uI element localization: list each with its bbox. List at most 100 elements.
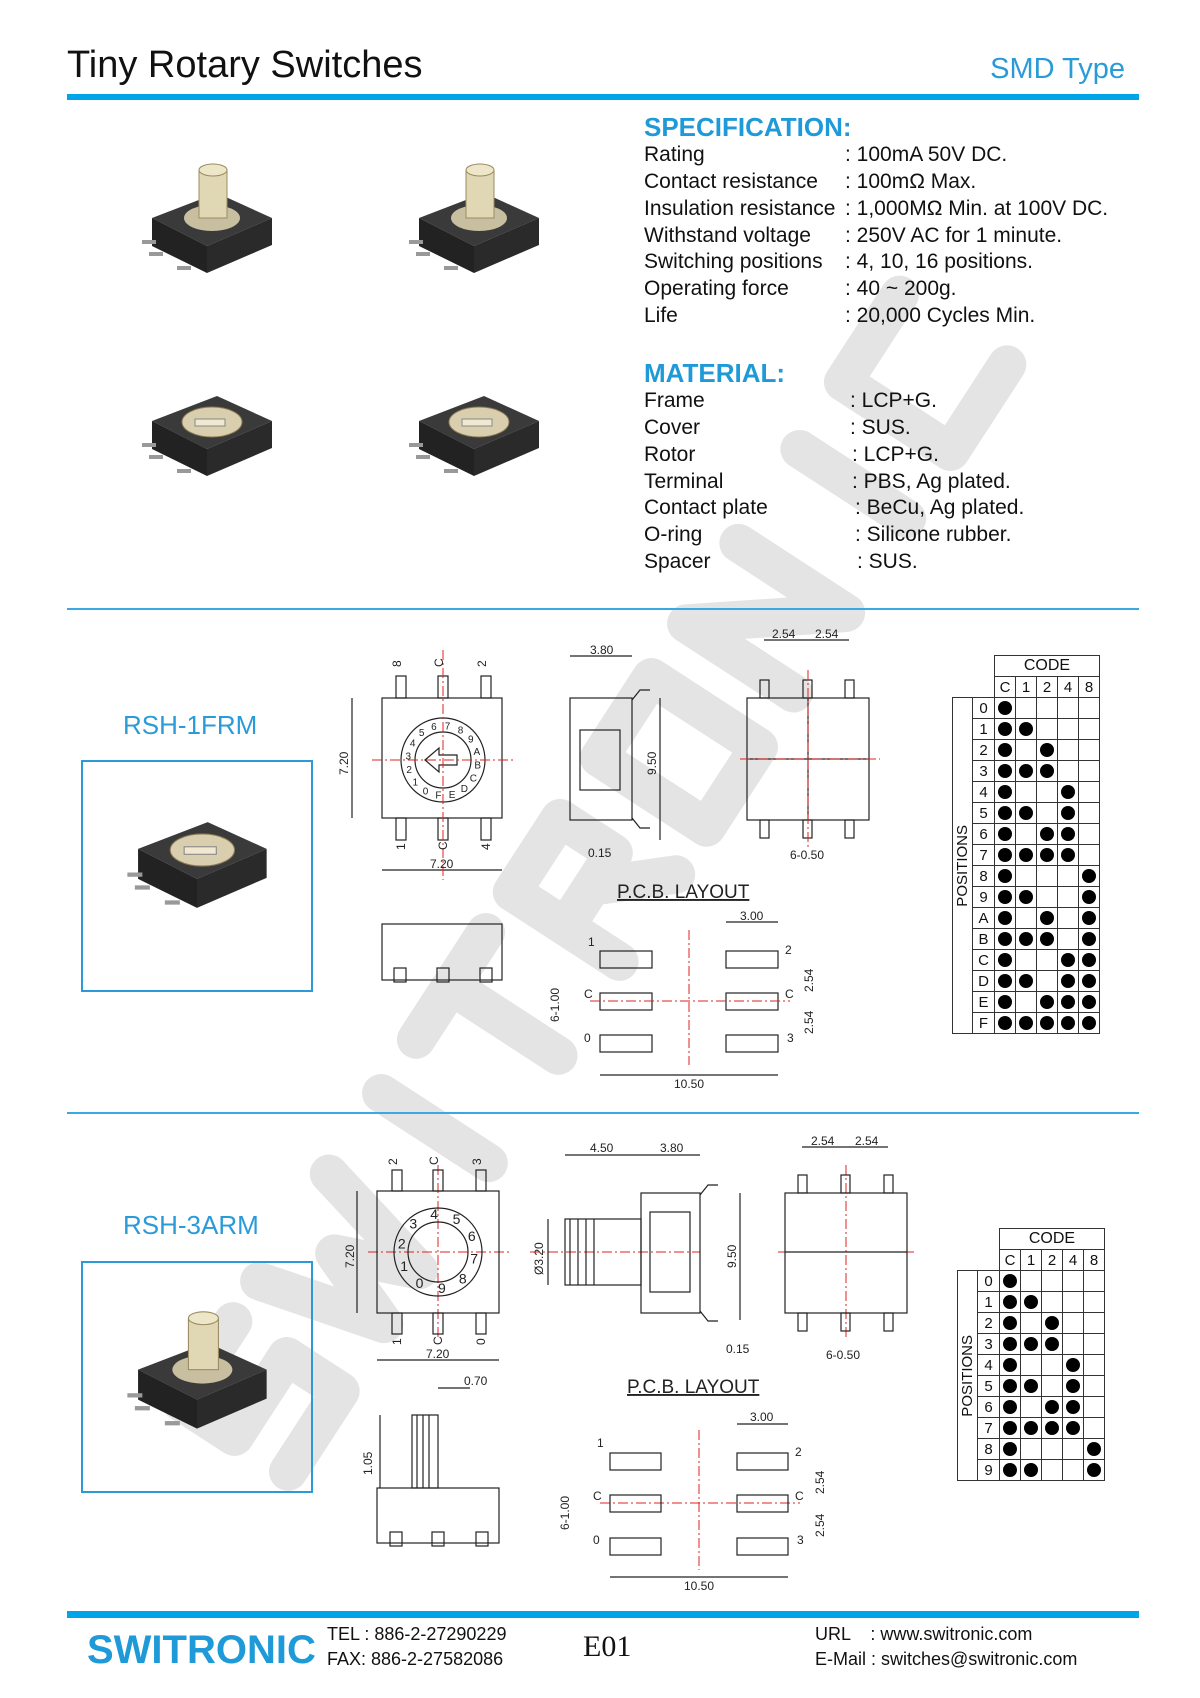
- position-label: 8: [977, 1438, 1000, 1460]
- code-dot: [998, 890, 1012, 904]
- rsh-3arm-dimensions: 2 C 3 1 C 0 7.20 7.20 4.50 3.80 Ø3.20 9.…: [343, 1134, 879, 1593]
- spec-row: Rating: 100mA 50V DC.: [644, 143, 1007, 167]
- spec-value: : 100mΩ Max.: [845, 170, 977, 193]
- dim-pins: 6-0.50: [826, 1348, 860, 1362]
- material-label: Rotor: [644, 443, 696, 466]
- code-cell: [1057, 928, 1079, 950]
- pad-label: C: [785, 987, 794, 1001]
- code-cell: [1062, 1291, 1084, 1313]
- code-dot: [1019, 806, 1033, 820]
- code-cell: [1078, 970, 1100, 992]
- code-cell: [994, 697, 1016, 719]
- spec-label: Operating force: [644, 277, 789, 300]
- page-subtitle: SMD Type: [990, 53, 1125, 85]
- code-dot: [1019, 722, 1033, 736]
- code-cell: [1078, 865, 1100, 887]
- material-row: Terminal: PBS, Ag plated.: [644, 470, 1011, 494]
- code-cell: [994, 781, 1016, 803]
- code-dot: [1087, 1463, 1101, 1477]
- dim-gap: 0.15: [726, 1342, 750, 1356]
- spec-row: Insulation resistance: 1,000MΩ Min. at 1…: [644, 197, 1108, 221]
- code-dot: [998, 722, 1012, 736]
- product-photo-shaft-slotted: [408, 163, 540, 274]
- pad-label: 3: [787, 1031, 794, 1045]
- code-cell: [1015, 907, 1037, 929]
- footer-email[interactable]: E-Mail : switches@switronic.com: [815, 1649, 1078, 1669]
- code-cell: [1015, 949, 1037, 971]
- code-cell: [1083, 1291, 1105, 1313]
- dim-depth: 3.80: [590, 643, 614, 657]
- material-row: Cover: SUS.: [644, 416, 911, 440]
- code-column-header: 2: [1036, 676, 1058, 698]
- code-column-header: 1: [1015, 676, 1037, 698]
- code-dot: [1061, 974, 1075, 988]
- code-cell: [1078, 823, 1100, 845]
- code-dot: [1019, 1016, 1033, 1030]
- material-heading: MATERIAL:: [644, 358, 786, 388]
- code-cell: [994, 718, 1016, 740]
- code-cell: [1062, 1396, 1084, 1418]
- pin-label: C: [427, 1156, 441, 1165]
- pad-label: C: [584, 987, 593, 1001]
- pin-label: 4: [479, 843, 493, 850]
- code-column-header: 8: [1083, 1249, 1105, 1271]
- rsh-3arm-pcb-pads: [609, 1423, 789, 1578]
- pad-label: 0: [593, 1533, 600, 1547]
- spec-value: : 40 ~ 200g.: [845, 277, 957, 300]
- code-cell: [1078, 949, 1100, 971]
- code-dot: [1003, 1379, 1017, 1393]
- code-dot: [1066, 1358, 1080, 1372]
- code-dot: [1040, 995, 1054, 1009]
- material-label: Spacer: [644, 550, 711, 573]
- dial-label: 6: [431, 722, 437, 733]
- code-cell: [1062, 1312, 1084, 1334]
- footer-url[interactable]: URL : www.switronic.com: [815, 1624, 1033, 1644]
- rsh-3arm-front-view: [356, 1169, 500, 1361]
- material-value: : SUS.: [857, 550, 918, 573]
- code-cell: [1078, 991, 1100, 1013]
- code-cell: [1036, 718, 1058, 740]
- code-cell: [1020, 1291, 1042, 1313]
- code-cell: [1083, 1270, 1105, 1292]
- code-dot: [1061, 1016, 1075, 1030]
- rsh-1frm-front-view: [351, 675, 503, 871]
- code-cell: [1062, 1270, 1084, 1292]
- dial-label: 3: [409, 1216, 417, 1232]
- material-label: O-ring: [644, 523, 703, 546]
- material-value: : Silicone rubber.: [855, 523, 1012, 546]
- material-row: Rotor: LCP+G.: [644, 443, 939, 467]
- positions-label: POSITIONS: [954, 824, 971, 907]
- pad-label: 1: [588, 935, 595, 949]
- code-cell: [1057, 760, 1079, 782]
- code-column-header: 4: [1057, 676, 1079, 698]
- dial-label: 0: [423, 786, 429, 797]
- dim-pad-width: 3.00: [740, 909, 764, 923]
- code-cell: [1057, 970, 1079, 992]
- spec-label: Insulation resistance: [644, 197, 836, 220]
- position-label: C: [972, 949, 995, 971]
- section-divider: [67, 608, 1139, 610]
- code-cell: [1078, 886, 1100, 908]
- code-cell: [1062, 1459, 1084, 1481]
- dim-pitch: 2.54: [802, 1010, 816, 1034]
- code-cell: [1057, 844, 1079, 866]
- code-dot: [1082, 911, 1096, 925]
- code-dot: [1082, 869, 1096, 883]
- spec-row: Contact resistance: 100mΩ Max.: [644, 170, 976, 194]
- position-label: 4: [972, 781, 995, 803]
- dial-label: B: [474, 761, 481, 772]
- code-cell: [1078, 928, 1100, 950]
- code-cell: [1041, 1270, 1063, 1292]
- pin-label: C: [432, 658, 446, 667]
- material-label: Frame: [644, 389, 705, 412]
- code-dot: [1040, 743, 1054, 757]
- code-dot: [998, 911, 1012, 925]
- code-cell: [1036, 823, 1058, 845]
- rsh-1frm-side-view: [569, 655, 661, 840]
- material-value: : BeCu, Ag plated.: [855, 496, 1025, 519]
- material-row: Spacer : SUS.: [644, 550, 918, 574]
- code-cell: [1041, 1417, 1063, 1439]
- code-cell: [994, 907, 1016, 929]
- code-column-header: 1: [1020, 1249, 1042, 1271]
- code-cell: [999, 1417, 1021, 1439]
